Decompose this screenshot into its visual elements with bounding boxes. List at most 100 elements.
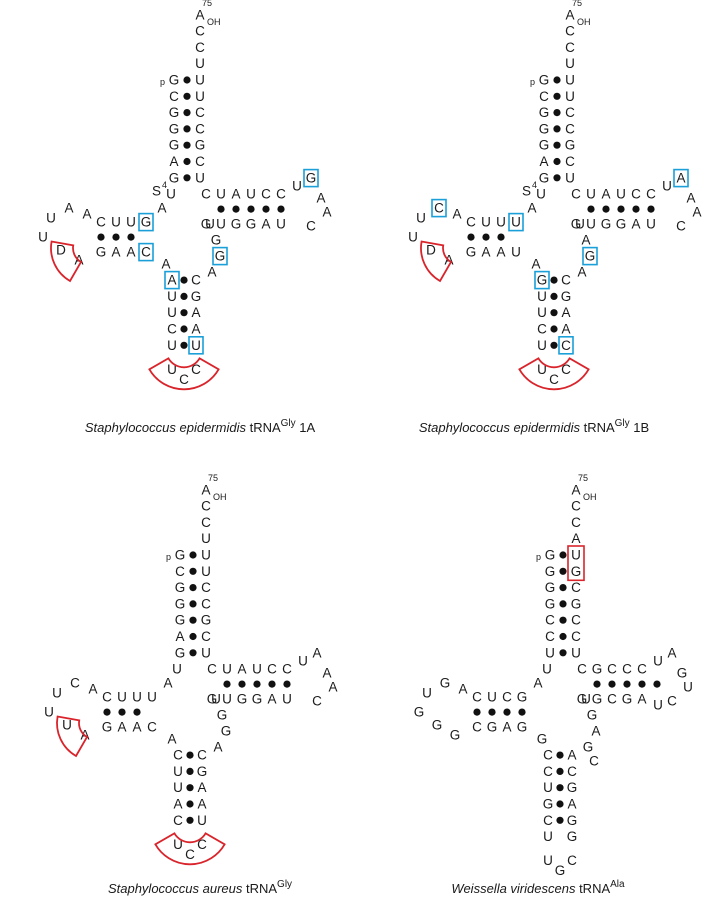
- variable-loop-nt: U: [575, 217, 585, 232]
- acceptor-stem-5-nt: G: [539, 138, 550, 153]
- loop-highlight-arc: [518, 357, 590, 391]
- variable-loop-nt: A: [581, 233, 590, 248]
- anticodon-stem-5-nt: U: [543, 829, 553, 844]
- t-loop-nt: A: [322, 205, 331, 220]
- t-stem-3-nt: G: [577, 692, 588, 707]
- acceptor-stem-3-nt: C: [565, 121, 575, 136]
- t-stem-5-nt: C: [571, 187, 581, 202]
- acceptor-stem-5-nt: C: [539, 89, 549, 104]
- anticodon-loop-nt: U: [543, 853, 553, 868]
- acceptor-stem-3-nt: U: [195, 89, 205, 104]
- acceptor-stem-3-nt: G: [195, 138, 206, 153]
- base-pair-dot: [189, 584, 197, 592]
- anticodon-stem-5-nt: U: [167, 338, 177, 353]
- anticodon-stem-3-nt: A: [197, 780, 206, 795]
- t-stem-5-nt: C: [637, 662, 647, 677]
- anticodon-stem-3-nt: G: [197, 764, 208, 779]
- acceptor-stem-3-nt: G: [571, 596, 582, 611]
- t-stem-5-nt: G: [592, 662, 603, 677]
- anticodon-stem-3-nt: U: [197, 813, 207, 828]
- caption-species: Staphylococcus aureus: [108, 881, 246, 896]
- base-pair-dot: [550, 341, 558, 349]
- acceptor-stem-5-nt: G: [175, 645, 186, 660]
- t-loop-nt: A: [692, 205, 701, 220]
- anticodon-stem-5-nt: G: [543, 797, 554, 812]
- d-loop-nt: C: [70, 676, 80, 691]
- loop-highlight-arc: [420, 240, 453, 283]
- base-pair-dot: [253, 680, 261, 688]
- s4-superscript: 4: [162, 180, 167, 190]
- variable-loop-nt: A: [207, 265, 216, 280]
- t-stem-5-nt: U: [616, 187, 626, 202]
- base-pair-dot: [183, 109, 191, 117]
- variable-loop-nt: A: [577, 265, 586, 280]
- d-stem-5-nt: U: [117, 690, 127, 705]
- mutation-highlight-box: [303, 168, 319, 188]
- base-pair-dot: [183, 125, 191, 133]
- base-pair-dot: [180, 341, 188, 349]
- anticodon-stem-5-nt: U: [173, 780, 183, 795]
- t-stem-5-nt: U: [252, 662, 262, 677]
- acceptor-stem-5-nt: C: [545, 613, 555, 628]
- d-stem-3-nt: A: [117, 720, 126, 735]
- d-loop-nt: U: [422, 686, 432, 701]
- caption-amino-acid: Gly: [277, 879, 292, 890]
- anticodon-loop-nt: C: [191, 362, 201, 377]
- acceptor-stem-3-nt: U: [565, 170, 575, 185]
- acceptor-stem-5-nt: G: [175, 580, 186, 595]
- base-pair-dot: [183, 157, 191, 166]
- base-pair-dot: [559, 632, 567, 641]
- d-stem-3-nt: G: [96, 245, 107, 260]
- anticodon-loop-nt: C: [185, 847, 195, 862]
- t-stem-5-nt: A: [231, 187, 240, 202]
- caption-amino-acid: Gly: [615, 418, 630, 429]
- d-stem-5-nt: G: [141, 215, 152, 230]
- t-loop-nt: U: [298, 654, 308, 669]
- acceptor-stem-3-nt: U: [201, 548, 211, 563]
- acceptor-stem-5-nt: G: [545, 580, 556, 595]
- discriminator-nt: U: [565, 56, 575, 71]
- acceptor-stem-3-nt: C: [571, 580, 581, 595]
- d-loop-nt: U: [408, 230, 418, 245]
- connector-nt: A: [161, 257, 170, 272]
- t-stem-5-nt: U: [216, 187, 226, 202]
- t-loop-nt: U: [653, 654, 663, 669]
- mutation-highlight-box: [164, 270, 180, 290]
- d-loop-nt: D: [426, 243, 436, 258]
- acceptor-stem-5-nt: G: [175, 596, 186, 611]
- base-pair-dot: [473, 708, 481, 716]
- anticodon-loop-nt: U: [537, 362, 547, 377]
- t-stem-3-nt: A: [637, 692, 646, 707]
- loop-highlight-arc: [148, 357, 220, 391]
- base-pair-dot: [183, 92, 191, 100]
- d-stem-5-nt: U: [481, 215, 491, 230]
- a9-nt: A: [157, 201, 166, 216]
- t-stem-5-nt: C: [622, 662, 632, 677]
- d-stem-5-nt: U: [147, 690, 157, 705]
- acceptor-stem-3-nt: U: [201, 564, 211, 579]
- acceptor-stem-3-nt: C: [565, 105, 575, 120]
- d-loop-nt: A: [64, 201, 73, 216]
- anticodon-stem-5-nt: U: [537, 338, 547, 353]
- t-stem-5-nt: C: [201, 187, 211, 202]
- t-loop-nt: A: [312, 646, 321, 661]
- d-loop-nt: G: [414, 705, 425, 720]
- t-stem-3-nt: A: [267, 692, 276, 707]
- d-loop-nt: C: [434, 201, 444, 216]
- anticodon-stem-3-nt: A: [191, 305, 200, 320]
- acceptor-stem-3-nt: G: [571, 564, 582, 579]
- base-pair-dot: [559, 567, 567, 575]
- t-stem-5-nt: C: [267, 662, 277, 677]
- anticodon-stem-3-nt: A: [191, 322, 200, 337]
- t-stem-5-nt: C: [207, 662, 217, 677]
- acceptor-stem-3-nt: C: [201, 596, 211, 611]
- anticodon-stem-5-nt: A: [173, 797, 182, 812]
- mutation-highlight-box: [508, 212, 524, 232]
- cca-nt: C: [201, 515, 211, 530]
- t-stem-3-nt: A: [261, 217, 270, 232]
- t-stem-3-nt: U: [282, 692, 292, 707]
- base-pair-dot: [559, 600, 567, 608]
- t-stem-3-nt: G: [246, 217, 257, 232]
- d-stem-3-nt: A: [132, 720, 141, 735]
